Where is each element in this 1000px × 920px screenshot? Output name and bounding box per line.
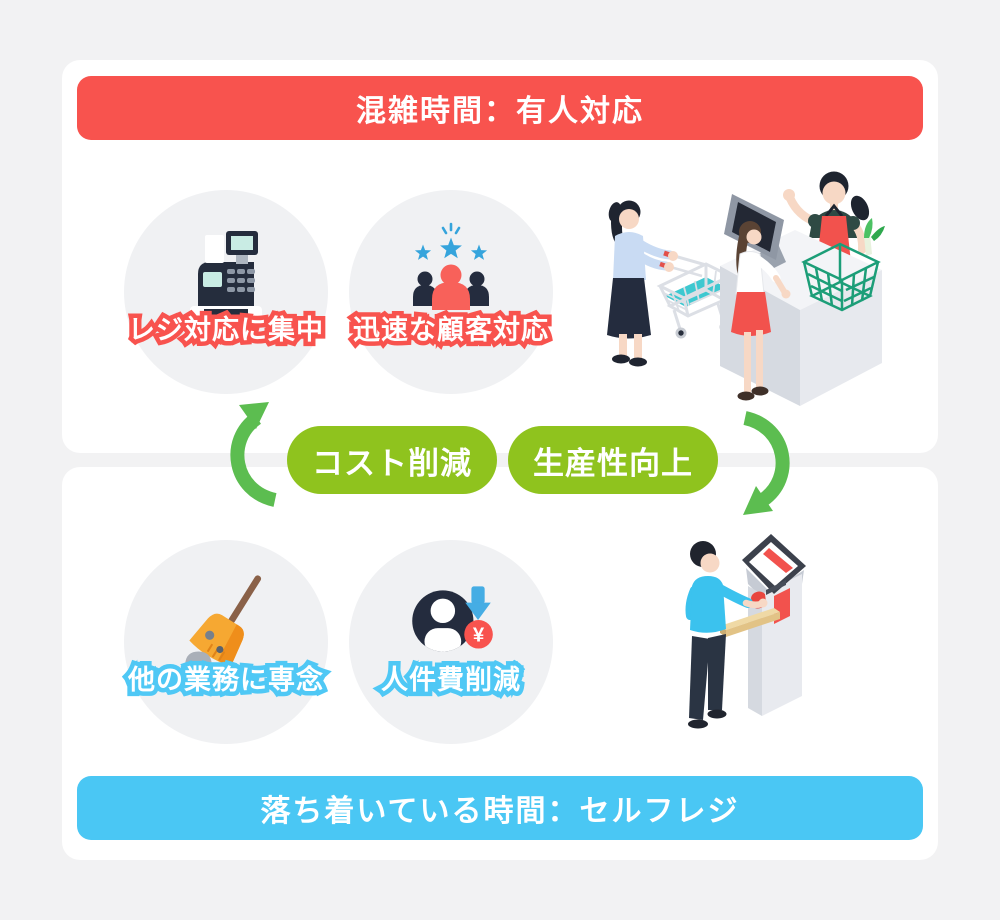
feature-label-other-tasks: 他の業務に専念 他の業務に専念 [124, 660, 328, 699]
busy-time-banner: 混雑時間：有人対応 [77, 76, 923, 140]
staffed-checkout-illustration [607, 171, 885, 406]
feature-circle-register: レジ対応に集中 レジ対応に集中 [124, 190, 328, 394]
counter-customer-figure [731, 221, 791, 401]
pill-productivity: 生産性向上 [508, 426, 718, 494]
yen-glyph: ¥ [473, 624, 485, 646]
feature-label-service: 迅速な顧客対応 迅速な顧客対応 [349, 310, 553, 349]
labor-cost-icon: ¥ [412, 586, 493, 652]
feature-circle-labor-cost: ¥ 人件費削減 人件費削減 [349, 540, 553, 744]
feature-circle-other-tasks: 他の業務に専念 他の業務に専念 [124, 540, 328, 744]
customer-service-stars-icon [413, 222, 489, 310]
grocery-basket [801, 218, 885, 312]
cashier-figure [783, 171, 870, 272]
broom-icon [185, 575, 262, 667]
self-checkout-kiosk [720, 534, 806, 716]
pill-cost-reduction: コスト削減 [287, 426, 497, 494]
cycle-arrows [230, 402, 790, 515]
cart-customer-figure [607, 200, 675, 367]
calm-time-banner: 落ち着いている時間：セルフレジ [77, 776, 923, 840]
feature-label-register: レジ対応に集中 レジ対応に集中 [124, 310, 328, 349]
shopping-cart [656, 250, 734, 339]
feature-circle-service: 迅速な顧客対応 迅速な顧客対応 [349, 190, 553, 394]
self-checkout-customer-figure [685, 541, 768, 729]
self-checkout-illustration [685, 534, 806, 729]
cash-register-icon [190, 231, 262, 319]
feature-label-labor-cost: 人件費削減 人件費削減 [377, 660, 525, 699]
cycle-arrow-right-icon [743, 411, 790, 515]
busy-time-banner-label: 混雑時間：有人対応 [356, 95, 644, 128]
calm-time-banner-label: 落ち着いている時間：セルフレジ [260, 795, 740, 828]
cycle-arrow-left-icon [230, 402, 277, 507]
